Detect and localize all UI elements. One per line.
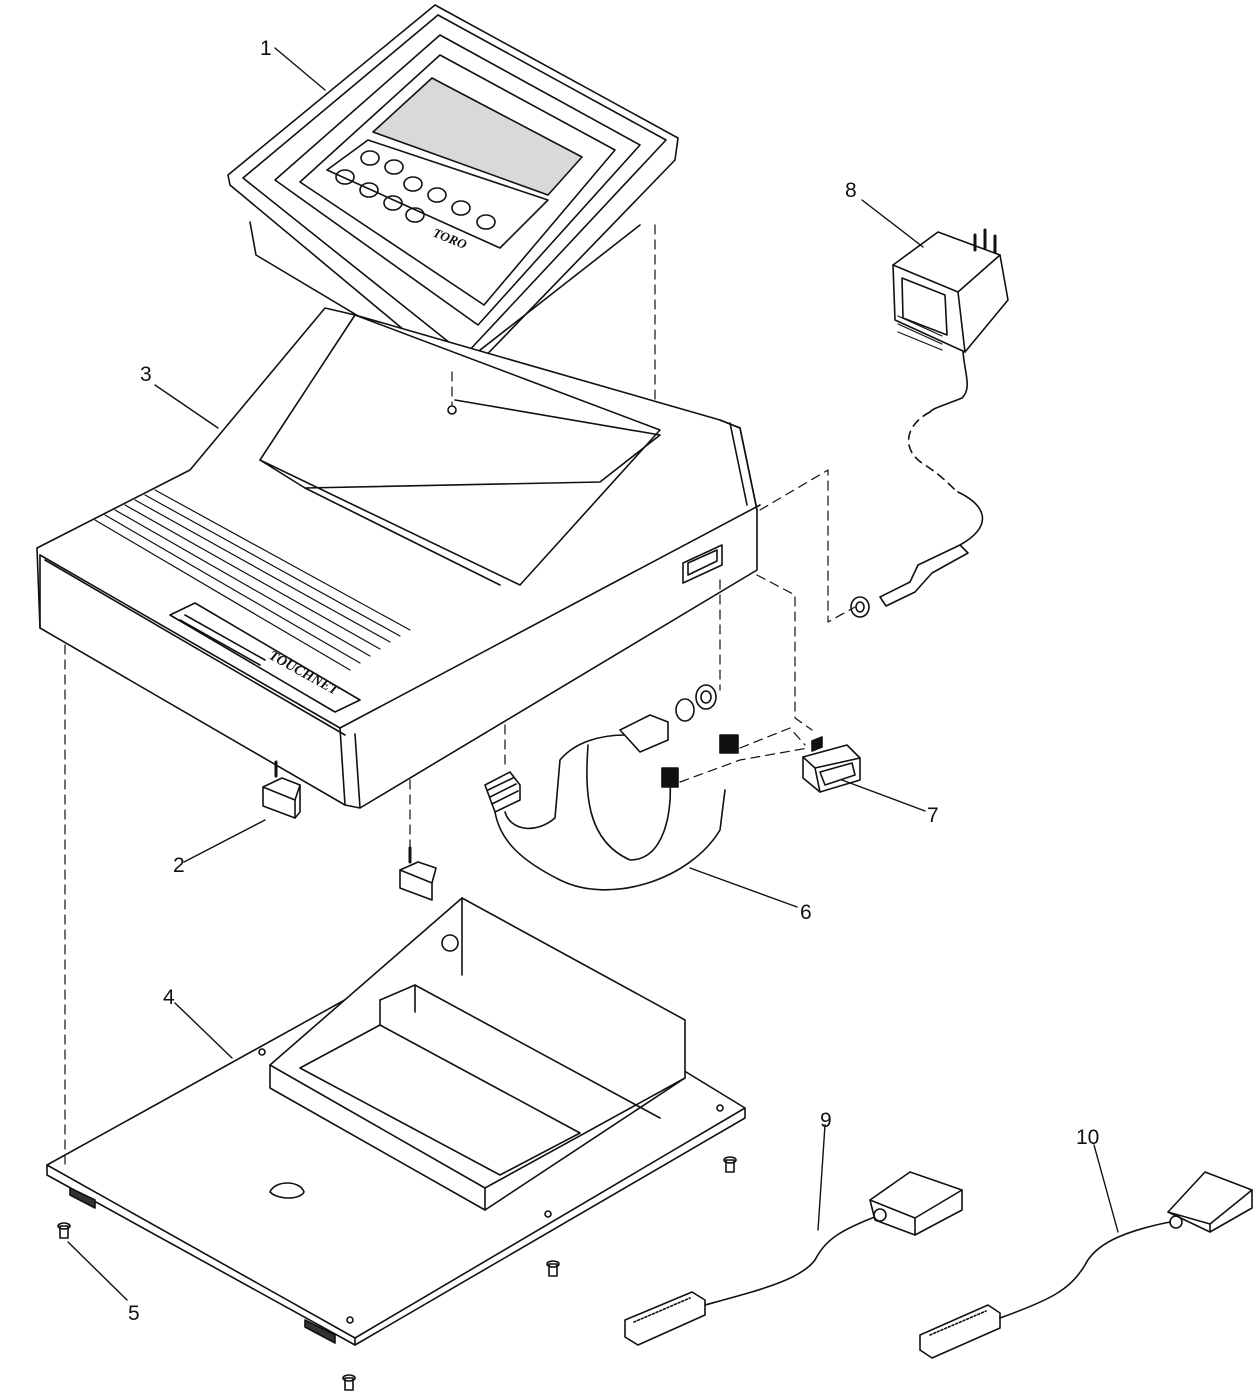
wire-harness-part (484, 684, 739, 891)
callout-1: 1 (260, 37, 272, 60)
housing-part: TOUCHNET (36, 307, 761, 809)
callout-4: 4 (163, 986, 175, 1009)
callout-9: 9 (820, 1109, 832, 1132)
control-panel-part: TORO (227, 4, 679, 373)
callout-10: 10 (1076, 1126, 1100, 1149)
keypad-buttons (335, 150, 496, 230)
base-plate-part (46, 897, 746, 1346)
power-adapter-part (850, 228, 1009, 618)
serial-cable-part (919, 1171, 1253, 1359)
leader-lines (67, 47, 1119, 1301)
callout-6: 6 (800, 901, 812, 924)
callout-7: 7 (927, 804, 939, 827)
callout-8: 8 (845, 179, 857, 202)
callout-2: 2 (173, 854, 185, 877)
alignment-lines (64, 224, 856, 1166)
rocker-switch-part (802, 736, 861, 793)
callout-5: 5 (128, 1302, 140, 1325)
screw-part (57, 1156, 737, 1391)
callout-3: 3 (140, 363, 152, 386)
data-cable-part (624, 1171, 963, 1346)
bracket-part (262, 760, 437, 901)
